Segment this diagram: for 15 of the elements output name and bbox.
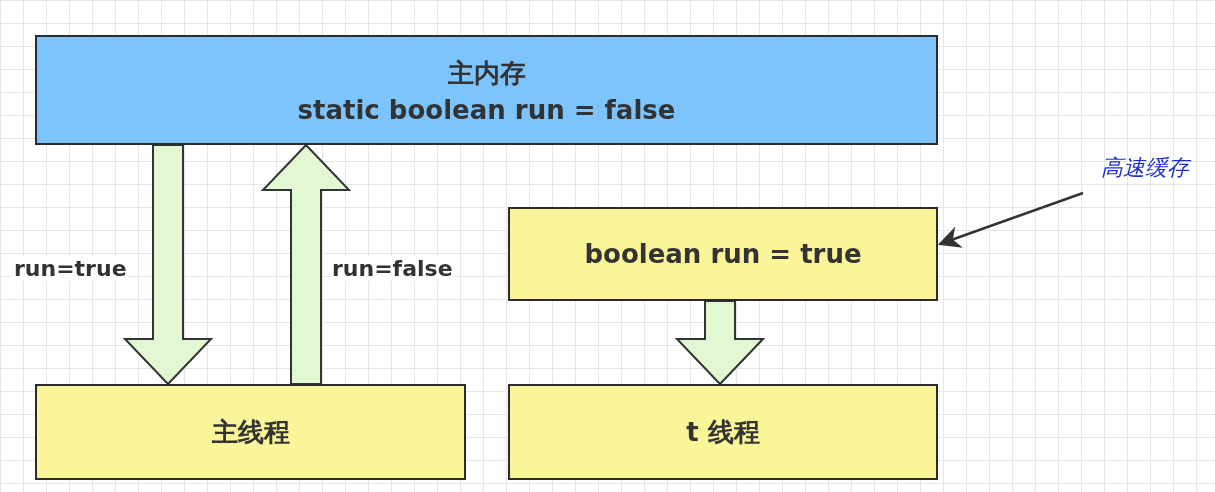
edge-label: run=false <box>330 256 455 281</box>
box-text: t 线程 <box>686 415 760 449</box>
memory-box <box>35 384 466 480</box>
arrow <box>937 191 1084 248</box>
block-arrow <box>260 143 352 385</box>
edge-label: run=true <box>12 256 129 281</box>
box-text: static boolean run = false <box>297 94 676 125</box>
box-text: boolean run = true <box>584 239 862 269</box>
memory-box <box>35 35 938 145</box>
memory-box <box>508 207 938 301</box>
box-text: 主内存 <box>447 56 526 90</box>
block-arrow <box>674 300 766 386</box>
box-text: 主线程 <box>211 415 290 449</box>
block-arrow <box>122 144 214 386</box>
memory-box <box>508 384 938 480</box>
